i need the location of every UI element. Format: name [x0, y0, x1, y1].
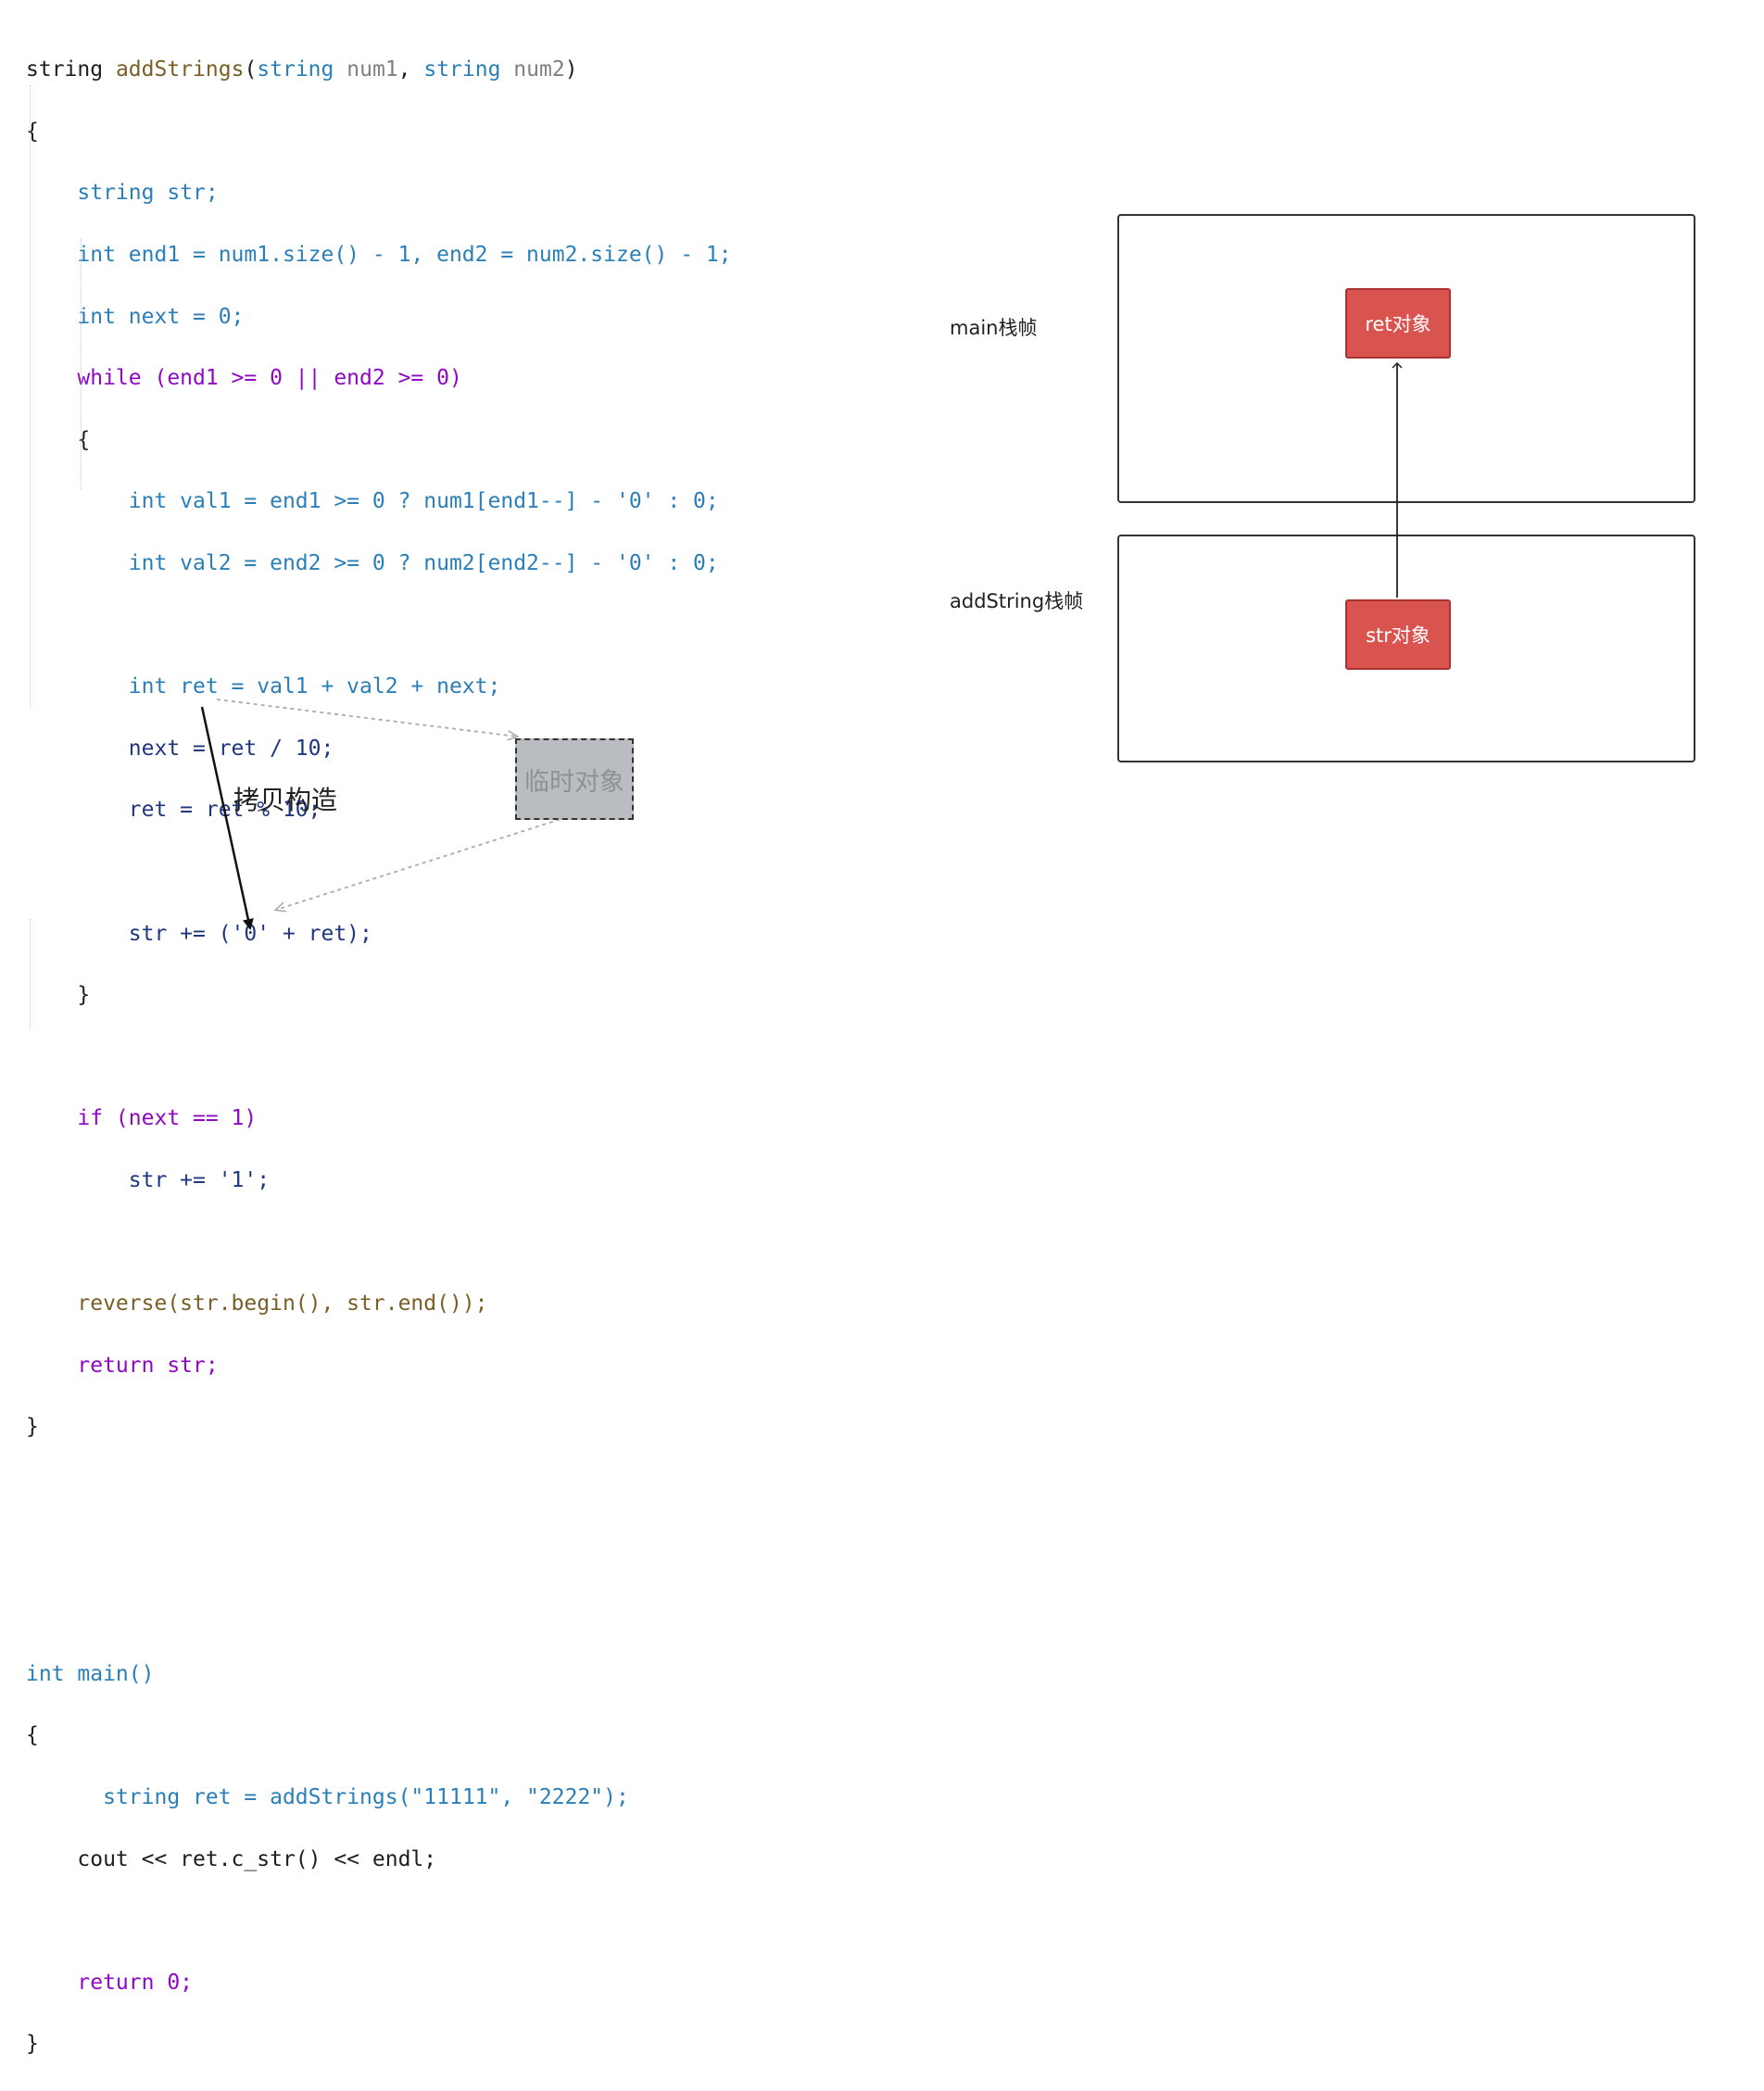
code-line: int ret = val1 + val2 + next;	[128, 674, 501, 699]
code-line-ret-init: string ret = addStrings("11111", "2222")…	[103, 1784, 629, 1809]
code-line: if (next == 1)	[77, 1106, 258, 1131]
code-blank	[26, 1906, 732, 1936]
code-line: return 0;	[77, 1970, 194, 1995]
code-line: int val2 = end2 >= 0 ? num2[end2--] - '0…	[128, 551, 719, 576]
code-line: ret = ret % 10;	[128, 798, 321, 823]
str-object-box: str对象	[1345, 599, 1451, 670]
code-line-main: int main()	[26, 1661, 155, 1686]
code-line: int next = 0;	[77, 304, 245, 329]
ret-object-box: ret对象	[1345, 288, 1451, 359]
return-to-temp-arrow	[216, 699, 517, 737]
temp-to-ret-arrow	[276, 816, 568, 910]
code-blank	[26, 1597, 732, 1628]
temp-object-box: 临时对象	[515, 738, 634, 820]
code-blank	[26, 1474, 732, 1505]
code-line: int val1 = end1 >= 0 ? num1[end1--] - '0…	[128, 489, 719, 514]
code-brace: }	[26, 1415, 39, 1440]
code-line: int end1 = num1.size() - 1, end2 = num2.…	[77, 243, 732, 268]
code-line: str += ('0' + ret);	[128, 921, 372, 946]
code-line: reverse(str.begin(), str.end());	[77, 1291, 488, 1316]
code-line: next = ret / 10;	[128, 736, 334, 761]
code-line-signature: string addStrings(string num1, string nu…	[26, 57, 578, 82]
main-stack-frame	[1117, 214, 1695, 503]
main-frame-label: main栈帧	[950, 317, 1038, 339]
indent-guide	[30, 85, 31, 708]
code-line: while (end1 >= 0 || end2 >= 0)	[77, 366, 462, 391]
indent-guide	[81, 239, 82, 489]
code-brace: {	[77, 427, 91, 452]
code-line-return-str: return str;	[77, 1353, 219, 1378]
copy-construct-label: 拷贝构造	[233, 785, 338, 815]
code-line: string str;	[77, 181, 219, 206]
code-line: cout << ret.c_str() << endl;	[77, 1846, 437, 1871]
addstring-frame-label: addString栈帧	[950, 590, 1084, 612]
code-brace: {	[26, 119, 39, 144]
copy-construct-arrow	[200, 706, 254, 930]
code-line: str += '1';	[128, 1167, 271, 1192]
code-blank	[26, 1228, 732, 1258]
object-link-arrow	[1392, 361, 1403, 598]
annotation-arrows	[200, 699, 568, 930]
code-brace: {	[26, 1723, 39, 1748]
indent-guide	[30, 919, 31, 1030]
code-blank	[26, 1536, 732, 1567]
code-brace: }	[77, 983, 91, 1008]
code-brace: }	[26, 2032, 39, 2057]
